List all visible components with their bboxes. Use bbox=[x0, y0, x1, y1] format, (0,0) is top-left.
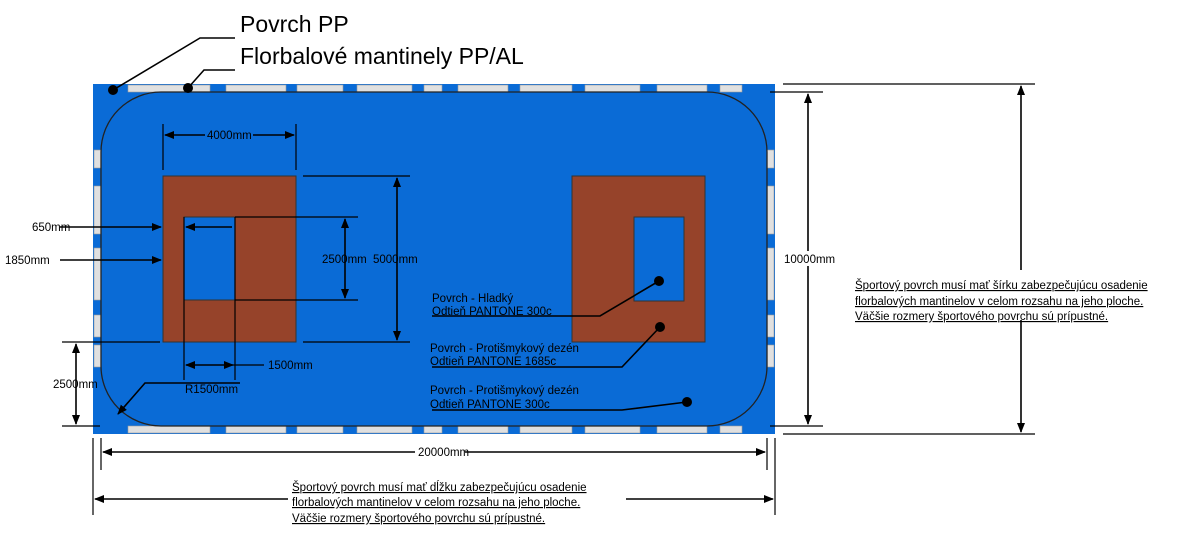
note-width-1: Športový povrch musí mať šírku zabezpeču… bbox=[855, 279, 1148, 292]
dim-inner-lines bbox=[183, 216, 358, 380]
dim-goal-area-width bbox=[162, 124, 297, 170]
board-segment-bottom bbox=[656, 425, 708, 434]
board-segment-right bbox=[766, 314, 775, 338]
legend-antislip-brown-2: Odtieň PANTONE 1685c bbox=[430, 356, 556, 368]
board-segment-top bbox=[457, 84, 509, 93]
dim-field-width bbox=[770, 91, 837, 427]
label-corner-2500: 2500mm bbox=[53, 379, 98, 391]
callout-smooth bbox=[432, 276, 664, 317]
callout-antislip-blue bbox=[432, 397, 692, 411]
board-segment-top bbox=[296, 84, 344, 93]
board-segment-left bbox=[93, 344, 102, 368]
board-segment-bottom bbox=[356, 425, 413, 434]
label-radius: R1500mm bbox=[185, 384, 238, 396]
legend-smooth-2: Odtieň PANTONE 300c bbox=[432, 306, 552, 318]
legend-smooth-1: Povrch - Hladký bbox=[432, 293, 513, 305]
boards-callout bbox=[183, 69, 235, 93]
goal-area-right bbox=[571, 175, 706, 343]
board-segment-top bbox=[225, 84, 287, 93]
legend-antislip-blue-1: Povrch - Protišmykový dezén bbox=[430, 385, 579, 397]
board-segment-top bbox=[127, 84, 211, 93]
dim-field-length bbox=[100, 438, 768, 470]
board-segment-bottom bbox=[584, 425, 641, 434]
board-segment-top bbox=[519, 84, 573, 93]
board-segment-bottom bbox=[225, 425, 287, 434]
note-width-2: florbalových mantinelov v celom rozsahu … bbox=[855, 296, 1143, 308]
label-10000: 10000mm bbox=[784, 254, 835, 266]
title-surface: Povrch PP bbox=[240, 11, 349, 37]
dim-corner-2500 bbox=[62, 341, 160, 427]
board-segment-right bbox=[766, 247, 775, 301]
board-segment-bottom bbox=[127, 425, 211, 434]
dim-surface-length bbox=[92, 438, 776, 526]
goal-area-left bbox=[162, 175, 297, 343]
board-segment-left bbox=[93, 149, 102, 169]
board-segment-top bbox=[656, 84, 708, 93]
board-segment-bottom bbox=[719, 425, 743, 434]
label-4000: 4000mm bbox=[207, 130, 252, 142]
board-segment-bottom bbox=[423, 425, 443, 434]
callout-antislip-brown bbox=[432, 322, 665, 368]
board-segment-left bbox=[93, 247, 102, 301]
board-segment-bottom bbox=[296, 425, 344, 434]
board-outline bbox=[100, 91, 768, 427]
label-2500-inner: 2500mm bbox=[322, 254, 367, 266]
board-segment-top bbox=[719, 84, 743, 93]
legend-antislip-brown-1: Povrch - Protišmykový dezén bbox=[430, 343, 579, 355]
board-segment-top bbox=[584, 84, 641, 93]
dim-surface-width bbox=[783, 83, 1050, 435]
label-20000: 20000mm bbox=[418, 447, 469, 459]
board-segment-bottom bbox=[519, 425, 573, 434]
title-boards: Florbalové mantinely PP/AL bbox=[240, 43, 524, 69]
label-5000: 5000mm bbox=[373, 254, 418, 266]
note-width-3: Väčšie rozmery športového povrchu sú prí… bbox=[855, 311, 1108, 323]
board-segment-bottom bbox=[457, 425, 509, 434]
board-segment-top bbox=[356, 84, 413, 93]
note-length-2: florbalových mantinelov v celom rozsahu … bbox=[292, 497, 580, 509]
board-segment-left bbox=[93, 314, 102, 338]
surface-callout bbox=[108, 37, 235, 95]
note-length-1: Športový povrch musí mať dĺžku zabezpeču… bbox=[292, 481, 587, 494]
board-segment-right bbox=[766, 149, 775, 169]
board-segment-top bbox=[423, 84, 443, 93]
label-1850: 1850mm bbox=[5, 255, 50, 267]
label-650: 650mm bbox=[32, 222, 70, 234]
dim-5000 bbox=[303, 175, 410, 343]
dim-radius bbox=[117, 382, 240, 415]
legend-antislip-blue-2: Odtieň PANTONE 300c bbox=[430, 399, 550, 411]
note-length-3: Väčšie rozmery športového povrchu sú prí… bbox=[292, 513, 545, 525]
board-segment-right bbox=[766, 344, 775, 368]
board-segment-right bbox=[766, 185, 775, 235]
label-1500: 1500mm bbox=[268, 360, 313, 372]
